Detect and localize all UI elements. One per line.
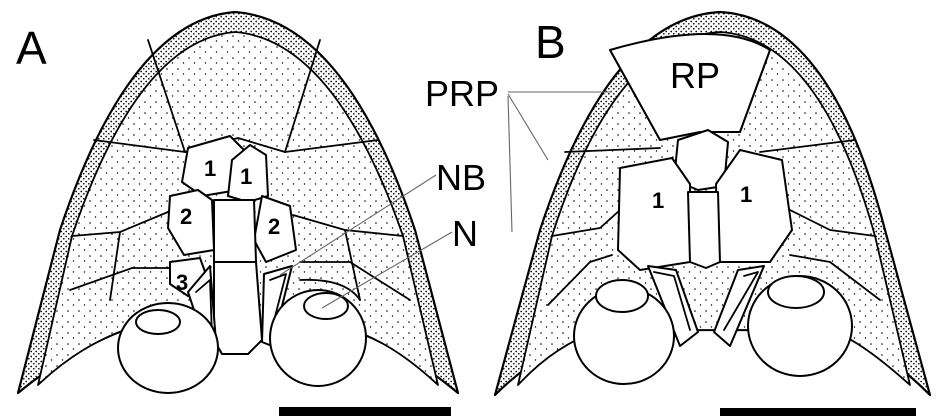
nostril-b-right bbox=[768, 276, 824, 308]
nostril-a-left bbox=[136, 310, 180, 334]
bone-a-central bbox=[214, 200, 256, 262]
panel-a: A 1 1 2 2 3 bbox=[16, 12, 458, 416]
panel-letter-a: A bbox=[16, 22, 47, 74]
label-prp: PRP bbox=[425, 73, 499, 114]
bone-b-1-left bbox=[618, 158, 690, 270]
bone-number-a-1-right: 1 bbox=[240, 164, 252, 189]
leader-prp-2 bbox=[508, 94, 548, 160]
bone-number-a-2-right: 2 bbox=[268, 214, 280, 239]
bone-number-b-1-right: 1 bbox=[740, 182, 752, 207]
scale-bar-b bbox=[720, 408, 916, 416]
bone-a-central-lower bbox=[214, 262, 262, 354]
leader-prp-3 bbox=[508, 96, 512, 232]
bone-number-a-2-left: 2 bbox=[180, 204, 192, 229]
nostril-b-left bbox=[596, 280, 648, 312]
label-n: N bbox=[452, 213, 478, 254]
bone-number-a-3: 3 bbox=[176, 270, 188, 295]
bone-number-a-1-left: 1 bbox=[204, 156, 216, 181]
panel-b: B RP 1 1 bbox=[495, 12, 930, 416]
label-nb: NB bbox=[436, 157, 486, 198]
panel-letter-b: B bbox=[535, 16, 566, 68]
bone-number-b-1-left: 1 bbox=[652, 188, 664, 213]
bone-b-central-lower bbox=[688, 192, 720, 268]
scale-bar-a bbox=[279, 407, 451, 416]
label-rp: RP bbox=[670, 55, 720, 96]
bone-b-1-right bbox=[716, 150, 792, 262]
